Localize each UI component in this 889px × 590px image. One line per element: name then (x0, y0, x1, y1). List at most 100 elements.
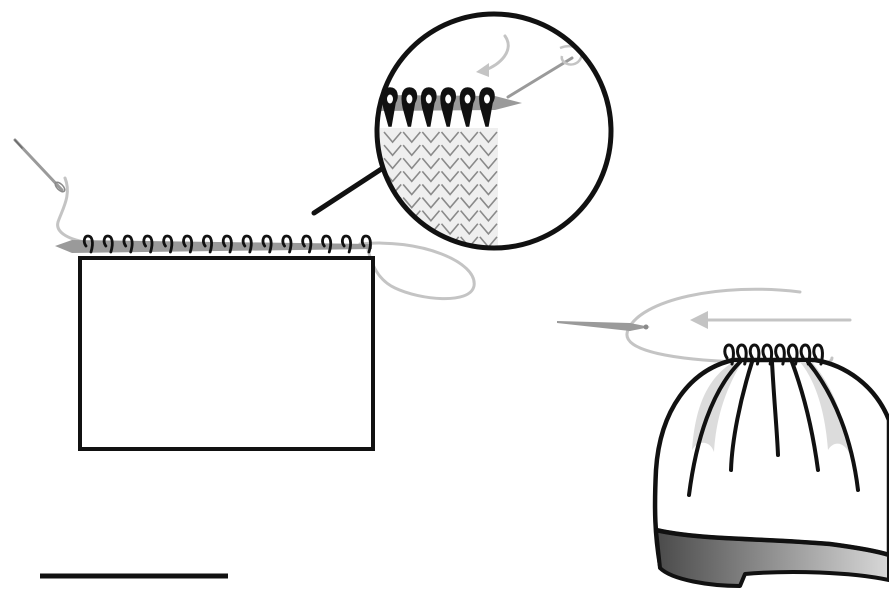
knit-stitch (402, 223, 421, 236)
knit-stitch (460, 183, 479, 196)
knit-stitch (402, 157, 421, 170)
knit-stitch (421, 144, 441, 157)
stitch-loop-icon (479, 87, 495, 127)
yarn-tail-left (56, 176, 92, 245)
stitch-loop-hole (425, 94, 432, 104)
needle-icon (13, 138, 66, 193)
hat-rib-line (770, 360, 780, 457)
stitch-loop-icon (301, 234, 313, 254)
knit-stitch (440, 183, 460, 196)
arrow-icon (476, 63, 489, 77)
knit-stitch (479, 223, 498, 236)
stitch-loop-icon (360, 234, 372, 254)
stitch-loop-icon (202, 234, 213, 254)
stitch-loop-icon (341, 234, 352, 254)
magnifier-pointer (311, 165, 386, 216)
stitch-loop-hole (484, 94, 490, 104)
stitch-loop-icon (786, 343, 799, 366)
stitch-loop-icon (748, 343, 761, 366)
stitch-loop-hole (445, 94, 452, 104)
stitch-loop-icon (812, 343, 824, 366)
arrow-icon (690, 311, 852, 329)
knit-stitch (479, 210, 498, 223)
knit-stitch (440, 223, 460, 236)
knit-stitch (421, 197, 441, 209)
knit-stitch (479, 157, 498, 170)
stitch-loop-icon (142, 234, 154, 254)
stitch-loop-icon (261, 234, 273, 254)
stitch-loop-icon (221, 234, 233, 254)
stitch-loop-icon (761, 343, 774, 366)
knit-stitch (440, 157, 460, 170)
knit-stitch (402, 183, 421, 196)
knit-stitch (479, 183, 498, 196)
hat-ribs (687, 360, 860, 497)
knit-stitch (479, 197, 498, 209)
stitch-loop-hole (406, 94, 413, 104)
stitch-loop-icon (401, 87, 418, 127)
knit-stitch (421, 183, 441, 196)
hat-shade (800, 362, 850, 455)
knit-stitch (440, 197, 460, 209)
stitch-loop-icon (440, 87, 456, 127)
knit-stitch (440, 170, 460, 183)
stitch-loop-icon (420, 87, 437, 127)
knit-stitch (421, 157, 441, 170)
hat-rib-line (790, 360, 820, 472)
knit-stitch (402, 170, 421, 183)
stitch-loop-hole (464, 94, 471, 104)
knit-stitch (421, 236, 441, 248)
knit-stitch (383, 210, 402, 223)
knit-stitch (460, 144, 479, 157)
swatch-panel (13, 138, 476, 451)
stitch-loop-icon (182, 234, 194, 254)
stitch-loop-icon (102, 234, 114, 254)
stitch-loop-row (382, 87, 495, 127)
yarn-loop-right (358, 241, 476, 301)
knit-stitch (402, 197, 421, 209)
hat-panel (557, 287, 889, 588)
needle-icon (55, 240, 372, 253)
stitch-loop-icon (241, 234, 253, 254)
knit-stitch (383, 144, 402, 157)
magnifier-circle-icon (374, 11, 614, 251)
knit-stitch (383, 131, 402, 144)
stitch-loop-icon (82, 234, 94, 254)
stitch-loop-row (723, 343, 824, 366)
stitch-loop-icon (321, 234, 333, 254)
stitch-loop-icon (799, 343, 812, 366)
knit-stitch (460, 157, 479, 170)
stitch-loop-icon (736, 343, 748, 366)
hat-rib-line (687, 360, 742, 497)
knit-stitch (479, 131, 498, 144)
knit-stitch (421, 170, 441, 183)
knit-stitch (421, 210, 441, 223)
stitch-loop-icon (122, 234, 134, 254)
stitch-loop-icon (281, 234, 293, 254)
stitch-loop-icon (723, 343, 735, 366)
knit-stitch (402, 131, 421, 144)
knit-stitch (460, 210, 479, 223)
needle-icon (557, 321, 650, 331)
knit-stitch (383, 157, 402, 170)
knit-stitch (383, 223, 402, 236)
stitch-loop-icon (459, 87, 476, 127)
knit-stitch (479, 170, 498, 183)
knit-stitch (440, 131, 460, 144)
knit-stitch (460, 223, 479, 236)
knit-stitch (460, 131, 479, 144)
knit-stitch (402, 144, 421, 157)
hat-brim-edge (655, 527, 889, 558)
knit-stitch (440, 210, 460, 223)
knit-stitch (460, 170, 479, 183)
knit-stitch (460, 197, 479, 209)
knitted-swatch-icon (78, 256, 375, 451)
stitch-loop-row (82, 234, 372, 254)
hat-rib-line (729, 360, 754, 472)
knit-stitch (479, 144, 498, 157)
stitch-loop-hole (387, 94, 393, 104)
stitch-loop-icon (162, 234, 174, 254)
knit-stitch (421, 131, 441, 144)
stitch-loop-icon (774, 343, 786, 366)
